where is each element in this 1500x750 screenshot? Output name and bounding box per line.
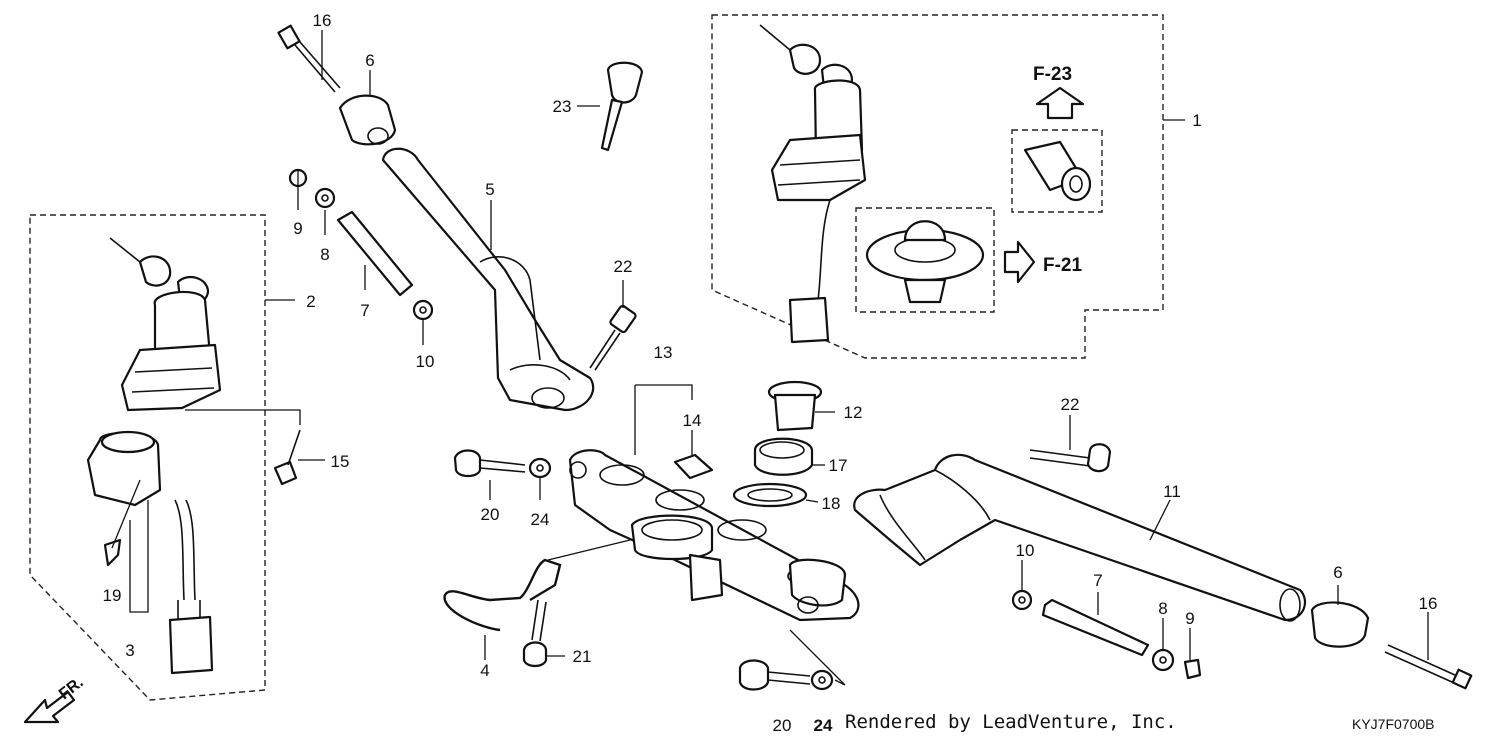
callout-10: 10 [416, 352, 435, 371]
callout-6: 6 [365, 51, 374, 70]
pin-icon [336, 210, 414, 297]
callout-7: 7 [1093, 571, 1102, 590]
arrow-right-icon [1003, 240, 1036, 284]
clip-icon [1183, 658, 1202, 680]
top-bridge-icon [568, 449, 860, 622]
ref-f21: F-21 [1043, 255, 1083, 276]
ignition-switch-icon [120, 290, 222, 412]
cylinder-box-outline [1011, 129, 1103, 213]
callout-8: 8 [1158, 599, 1167, 618]
bolt-icon [453, 449, 552, 479]
bolt-icon [1029, 443, 1112, 473]
callout-2: 2 [306, 292, 315, 311]
callout-19: 19 [103, 586, 122, 605]
callout-15: 15 [331, 452, 350, 471]
arrow-down-left-icon [23, 690, 76, 724]
ref-f23: F-23 [1033, 64, 1072, 85]
callout-5: 5 [485, 180, 494, 199]
callout-labels: 1 2 3 4 5 6 6 7 7 8 8 9 9 10 10 11 12 13… [103, 11, 1438, 735]
callout-14: 14 [683, 411, 702, 430]
callout-16: 16 [313, 11, 332, 30]
arrow-up-icon [1035, 86, 1085, 120]
callout-7: 7 [360, 301, 369, 320]
ignition-switch-icon [759, 24, 867, 344]
callout-4: 4 [480, 661, 489, 680]
callout-18: 18 [822, 494, 841, 513]
washer-icon [1151, 648, 1175, 672]
callout-20: 20 [481, 505, 500, 524]
callout-8: 8 [320, 245, 329, 264]
washer-icon [314, 187, 336, 209]
callout-12: 12 [844, 403, 863, 422]
bolt-icon [273, 429, 301, 486]
stem-cap-icon [767, 380, 823, 432]
callout-24: 24 [814, 716, 833, 735]
callout-11: 11 [1163, 482, 1181, 501]
right-handlebar-icon [853, 453, 1307, 622]
ignition-key-icon [600, 61, 644, 152]
callout-16: 16 [1419, 594, 1438, 613]
leader-lines [129, 30, 1429, 660]
callout-21: 21 [573, 647, 592, 666]
front-arrow: FR. [23, 674, 87, 724]
stem-nut-icon [753, 437, 814, 476]
callout-24: 24 [531, 510, 550, 529]
long-bolt-icon [1384, 644, 1473, 690]
fuel-cap-icon [865, 220, 985, 304]
washer-icon [732, 482, 808, 508]
callout-22: 22 [1061, 395, 1080, 414]
callout-1: 1 [1192, 111, 1201, 130]
callout-23: 23 [553, 97, 572, 116]
grip-end-icon [1310, 601, 1370, 648]
diagram-code: KYJ7F0700B [1352, 716, 1435, 732]
pin-icon [1041, 598, 1150, 657]
clip-icon [673, 453, 714, 480]
left-handlebar-icon [381, 147, 595, 412]
nut-icon [1011, 589, 1033, 611]
bolt-icon [589, 304, 637, 371]
callout-22: 22 [614, 257, 633, 276]
lock-cylinder-icon [1023, 140, 1092, 202]
callout-17: 17 [829, 456, 848, 475]
nut-icon [412, 299, 434, 321]
callout-6: 6 [1333, 563, 1342, 582]
callout-10: 10 [1016, 541, 1035, 560]
grip-end-icon [338, 94, 397, 146]
callout-9: 9 [293, 219, 302, 238]
bolt-icon [522, 599, 548, 668]
callout-13: 13 [654, 343, 673, 362]
cap-box-outline [855, 207, 995, 313]
callout-3: 3 [125, 641, 134, 660]
lock-cylinder-icon [86, 430, 214, 675]
credit-text: Rendered by LeadVenture, Inc. [845, 711, 1177, 733]
long-bolt-icon [277, 24, 341, 93]
assembly-2-outline [29, 214, 266, 701]
wire-bracket-icon [443, 558, 562, 632]
screw-icon [103, 538, 122, 567]
bolt-icon [738, 659, 834, 691]
callout-9: 9 [1185, 609, 1194, 628]
assembly-1-outline [711, 14, 1164, 359]
callout-20: 20 [773, 716, 792, 735]
